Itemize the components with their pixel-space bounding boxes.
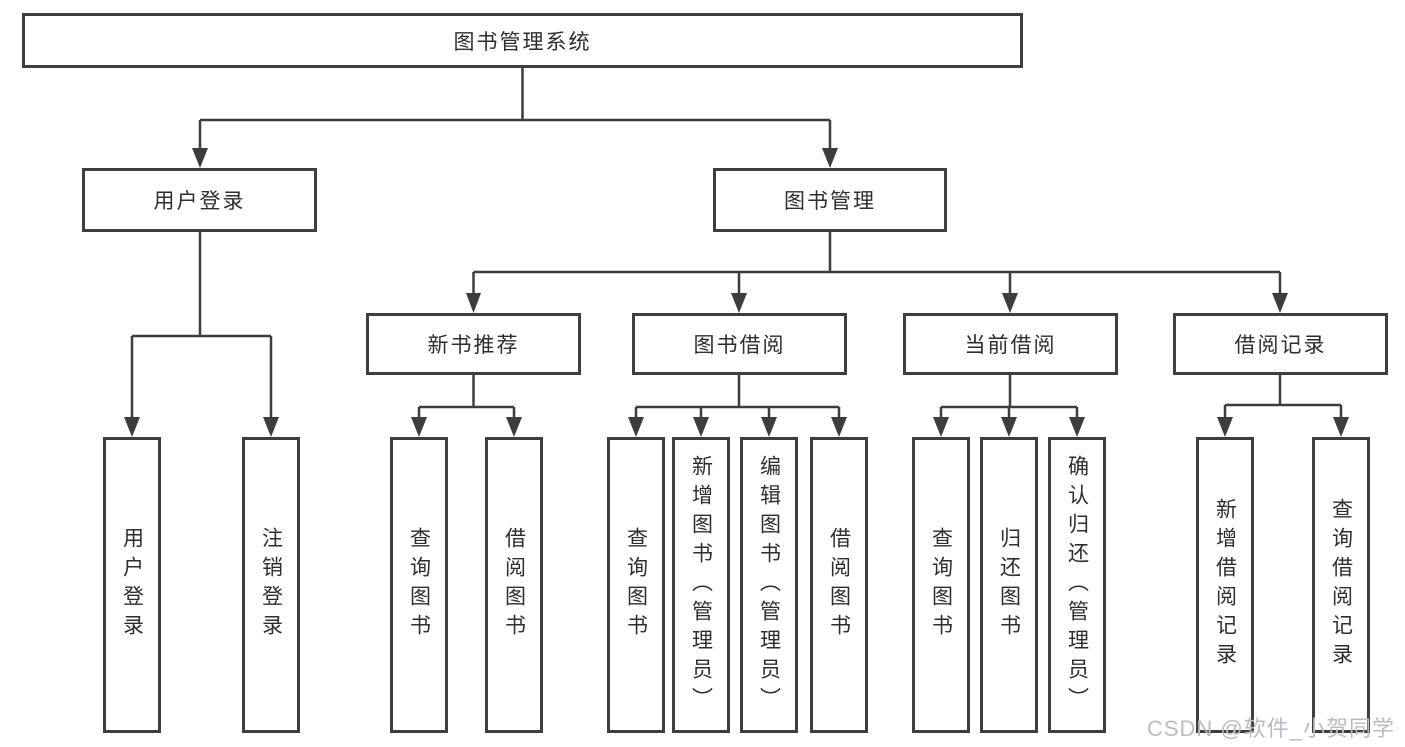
node-borrow-records: 借阅记录: [1173, 313, 1388, 375]
leaf-label: 归还图书: [997, 527, 1021, 643]
leaf-label: 确认归还（管理员）: [1065, 454, 1089, 716]
arrowheads: [124, 148, 1349, 437]
leaf-label: 用户登录: [120, 527, 144, 643]
node-leaf-edit-books: 编辑图书（管理员）: [740, 437, 798, 733]
node-leaf-query-books-3: 查询图书: [912, 437, 970, 733]
leaf-label: 编辑图书（管理员）: [757, 454, 781, 716]
node-book-mgmt-label: 图书管理: [784, 190, 876, 213]
node-root: 图书管理系统: [22, 13, 1023, 68]
leaf-label: 查询图书: [407, 527, 431, 643]
node-leaf-borrow-books-1: 借阅图书: [485, 437, 543, 733]
node-leaf-query-books-2: 查询图书: [607, 437, 665, 733]
node-book-mgmt: 图书管理: [713, 168, 947, 232]
leaf-label: 借阅图书: [827, 527, 851, 643]
leaf-label: 借阅图书: [502, 527, 526, 643]
node-leaf-query-borrow-record: 查询借阅记录: [1312, 437, 1370, 733]
node-current-borrow-label: 当前借阅: [964, 334, 1057, 357]
node-book-borrow: 图书借阅: [632, 313, 847, 375]
node-user-login: 用户登录: [82, 168, 317, 232]
node-user-login-label: 用户登录: [153, 190, 246, 213]
node-leaf-add-borrow-record: 新增借阅记录: [1196, 437, 1254, 733]
node-leaf-confirm-return: 确认归还（管理员）: [1048, 437, 1106, 733]
node-new-book-rec-label: 新书推荐: [427, 334, 520, 357]
leaf-label: 新增借阅记录: [1213, 498, 1237, 672]
node-leaf-borrow-books-2: 借阅图书: [810, 437, 868, 733]
leaf-label: 查询图书: [624, 527, 648, 643]
node-new-book-rec: 新书推荐: [366, 313, 581, 375]
node-borrow-records-label: 借阅记录: [1234, 334, 1327, 357]
node-leaf-logout: 注销登录: [242, 437, 300, 733]
node-leaf-user-login: 用户登录: [103, 437, 161, 733]
node-current-borrow: 当前借阅: [903, 313, 1118, 375]
node-root-label: 图书管理系统: [453, 30, 592, 54]
node-leaf-return-books: 归还图书: [980, 437, 1038, 733]
node-leaf-add-books: 新增图书（管理员）: [672, 437, 730, 733]
node-book-borrow-label: 图书借阅: [693, 334, 786, 357]
node-leaf-query-books-1: 查询图书: [390, 437, 448, 733]
leaf-label: 新增图书（管理员）: [689, 454, 713, 716]
csdn-watermark: CSDN @软件_小贺同学: [1146, 716, 1395, 741]
leaf-label: 查询图书: [929, 527, 953, 643]
leaf-label: 注销登录: [259, 527, 283, 643]
leaf-label: 查询借阅记录: [1329, 498, 1353, 672]
